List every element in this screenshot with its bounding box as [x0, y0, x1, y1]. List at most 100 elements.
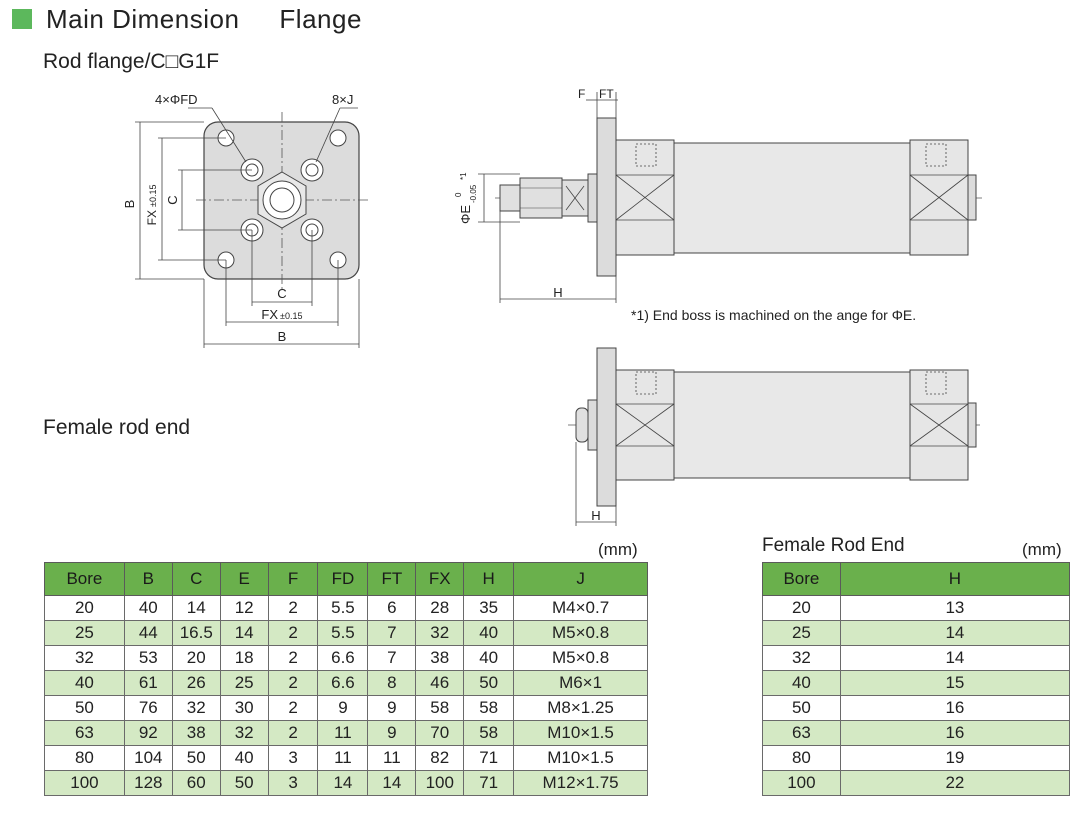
table-cell: 26 — [171, 670, 221, 696]
label-phi-e-tol-top: 0 — [455, 192, 463, 197]
table-cell: 58 — [463, 695, 515, 721]
label-8j: 8×J — [332, 92, 353, 107]
label-4fd: 4×ΦFD — [155, 92, 198, 107]
table-cell: 5.5 — [317, 595, 369, 621]
table-cell: M4×0.7 — [513, 595, 648, 621]
label-h-female: H — [591, 508, 600, 523]
table-cell: 2 — [267, 695, 319, 721]
table-cell: 40 — [463, 620, 515, 646]
table-cell: 14 — [171, 595, 221, 621]
column-header: Bore — [762, 562, 841, 596]
table-cell: 71 — [463, 770, 515, 796]
column-header: FX — [415, 562, 465, 596]
table-cell: 32 — [415, 620, 465, 646]
table-cell: 50 — [219, 770, 269, 796]
table-cell: 14 — [219, 620, 269, 646]
column-header: J — [513, 562, 648, 596]
table-cell: 13 — [839, 595, 1071, 621]
label-h: H — [553, 285, 562, 300]
table-cell: 6 — [367, 595, 417, 621]
table-cell: 6.6 — [317, 645, 369, 671]
column-header: H — [839, 562, 1071, 596]
table-cell: 2 — [267, 620, 319, 646]
label-b-horizontal: B — [278, 329, 287, 344]
table-cell: 46 — [415, 670, 465, 696]
table-cell: 25 — [44, 620, 125, 646]
column-header: B — [123, 562, 173, 596]
label-c-vertical: C — [165, 195, 180, 204]
table-cell: 61 — [123, 670, 173, 696]
table-cell: 15 — [839, 670, 1071, 696]
column-header: FD — [317, 562, 369, 596]
page-title: Main Dimension — [46, 3, 240, 34]
table-cell: 100 — [762, 770, 841, 796]
table-cell: 32 — [171, 695, 221, 721]
table-cell: 25 — [219, 670, 269, 696]
section-subtitle: Rod flange/C□G1F — [43, 50, 220, 73]
label-c-horizontal: C — [277, 286, 286, 301]
table-cell: 50 — [171, 745, 221, 771]
table-cell: M8×1.25 — [513, 695, 648, 721]
table-cell: 11 — [317, 745, 369, 771]
table-cell: 63 — [44, 720, 125, 746]
table-cell: 14 — [367, 770, 417, 796]
table-cell: 30 — [219, 695, 269, 721]
column-header: FT — [367, 562, 417, 596]
title-row: Main Dimension Flange — [12, 2, 362, 36]
column-header: C — [171, 562, 221, 596]
table-cell: 16 — [839, 695, 1071, 721]
table-cell: 2 — [267, 645, 319, 671]
table-cell: 2 — [267, 670, 319, 696]
label-phi-e-tol-bottom: -0.05 — [469, 184, 478, 203]
table-cell: 44 — [123, 620, 173, 646]
table-cell: 82 — [415, 745, 465, 771]
table-cell: 32 — [762, 645, 841, 671]
label-fx-tol-vertical: ±0.15 — [148, 185, 158, 207]
table-cell: 2 — [267, 720, 319, 746]
table-cell: 38 — [171, 720, 221, 746]
table-cell: 6.6 — [317, 670, 369, 696]
table-cell: 11 — [317, 720, 369, 746]
table-cell: 14 — [839, 645, 1071, 671]
table-cell: 20 — [171, 645, 221, 671]
table-cell: 40 — [44, 670, 125, 696]
table-cell: 71 — [463, 745, 515, 771]
female-table-title: Female Rod End — [762, 535, 905, 556]
table-cell: 40 — [463, 645, 515, 671]
table-cell: 7 — [367, 620, 417, 646]
table-cell: 58 — [415, 695, 465, 721]
table-cell: 19 — [839, 745, 1071, 771]
table-cell: M10×1.5 — [513, 720, 648, 746]
label-f: F — [578, 87, 585, 101]
table-cell: 92 — [123, 720, 173, 746]
table-cell: 50 — [44, 695, 125, 721]
label-ft: FT — [599, 87, 614, 101]
female-table-unit: (mm) — [1022, 540, 1062, 559]
table-cell: 12 — [219, 595, 269, 621]
main-table-unit: (mm) — [598, 540, 638, 559]
table-cell: 40 — [219, 745, 269, 771]
label-star-1: *1 — [459, 172, 468, 180]
table-cell: 20 — [44, 595, 125, 621]
label-b-vertical: B — [122, 200, 137, 209]
side-view-drawing: F FT H ΦE 0 -0.05 *1 *1) End boss is mac… — [455, 87, 982, 323]
table-cell: 70 — [415, 720, 465, 746]
table-cell: 3 — [267, 770, 319, 796]
table-cell: 128 — [123, 770, 173, 796]
table-cell: 40 — [123, 595, 173, 621]
female-rod-end-label: Female rod end — [43, 416, 191, 439]
table-cell: 50 — [762, 695, 841, 721]
column-header: E — [219, 562, 269, 596]
female-rod-end-drawing: H — [568, 347, 980, 526]
